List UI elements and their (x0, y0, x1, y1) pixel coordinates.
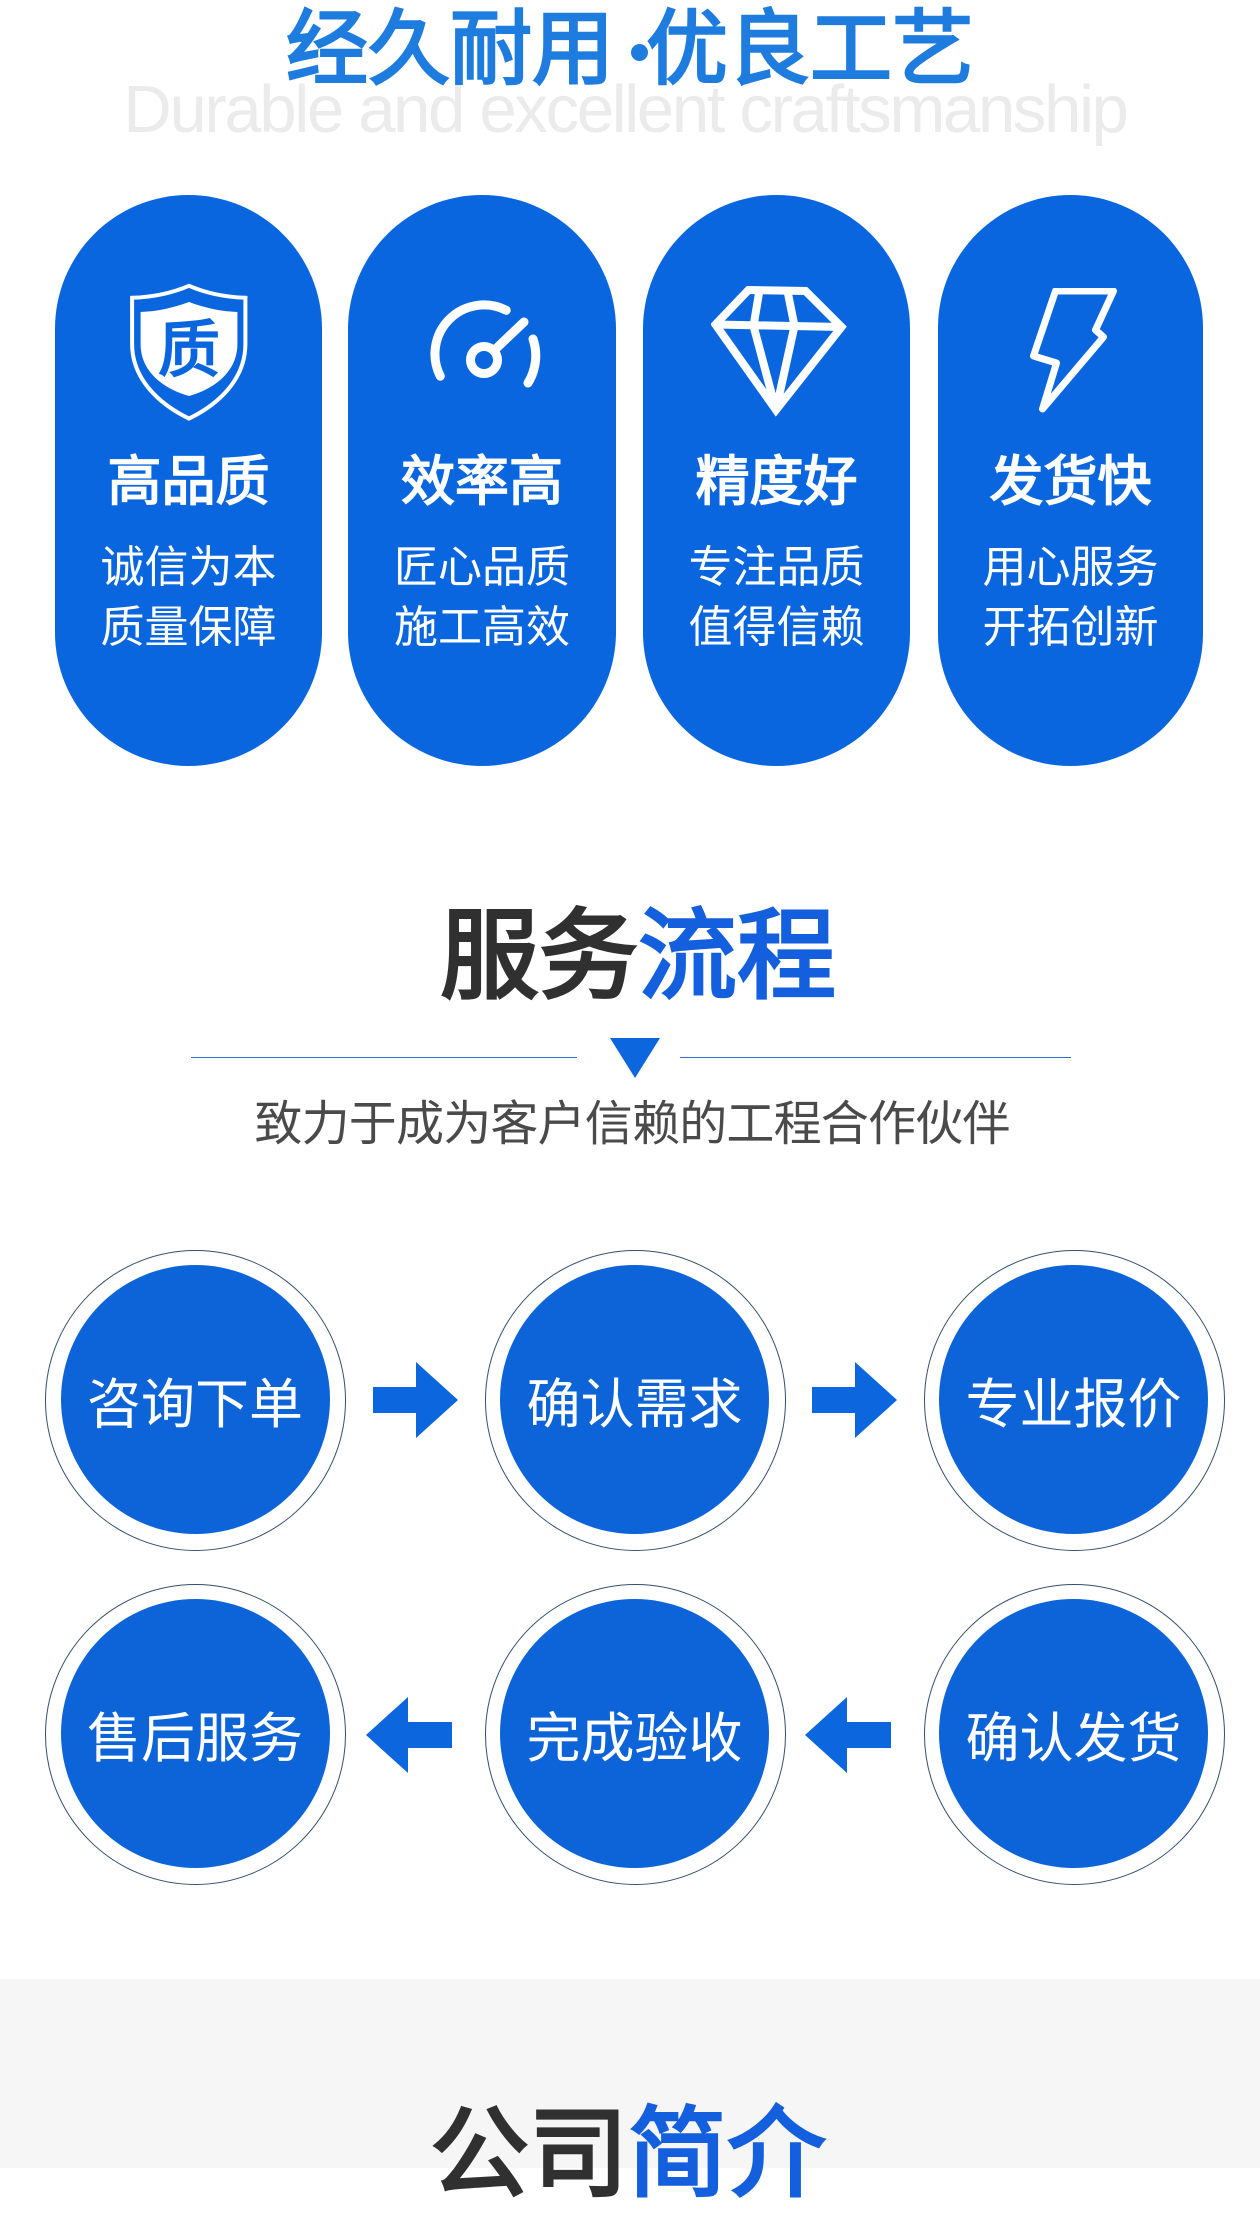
svg-text:质: 质 (157, 316, 219, 385)
